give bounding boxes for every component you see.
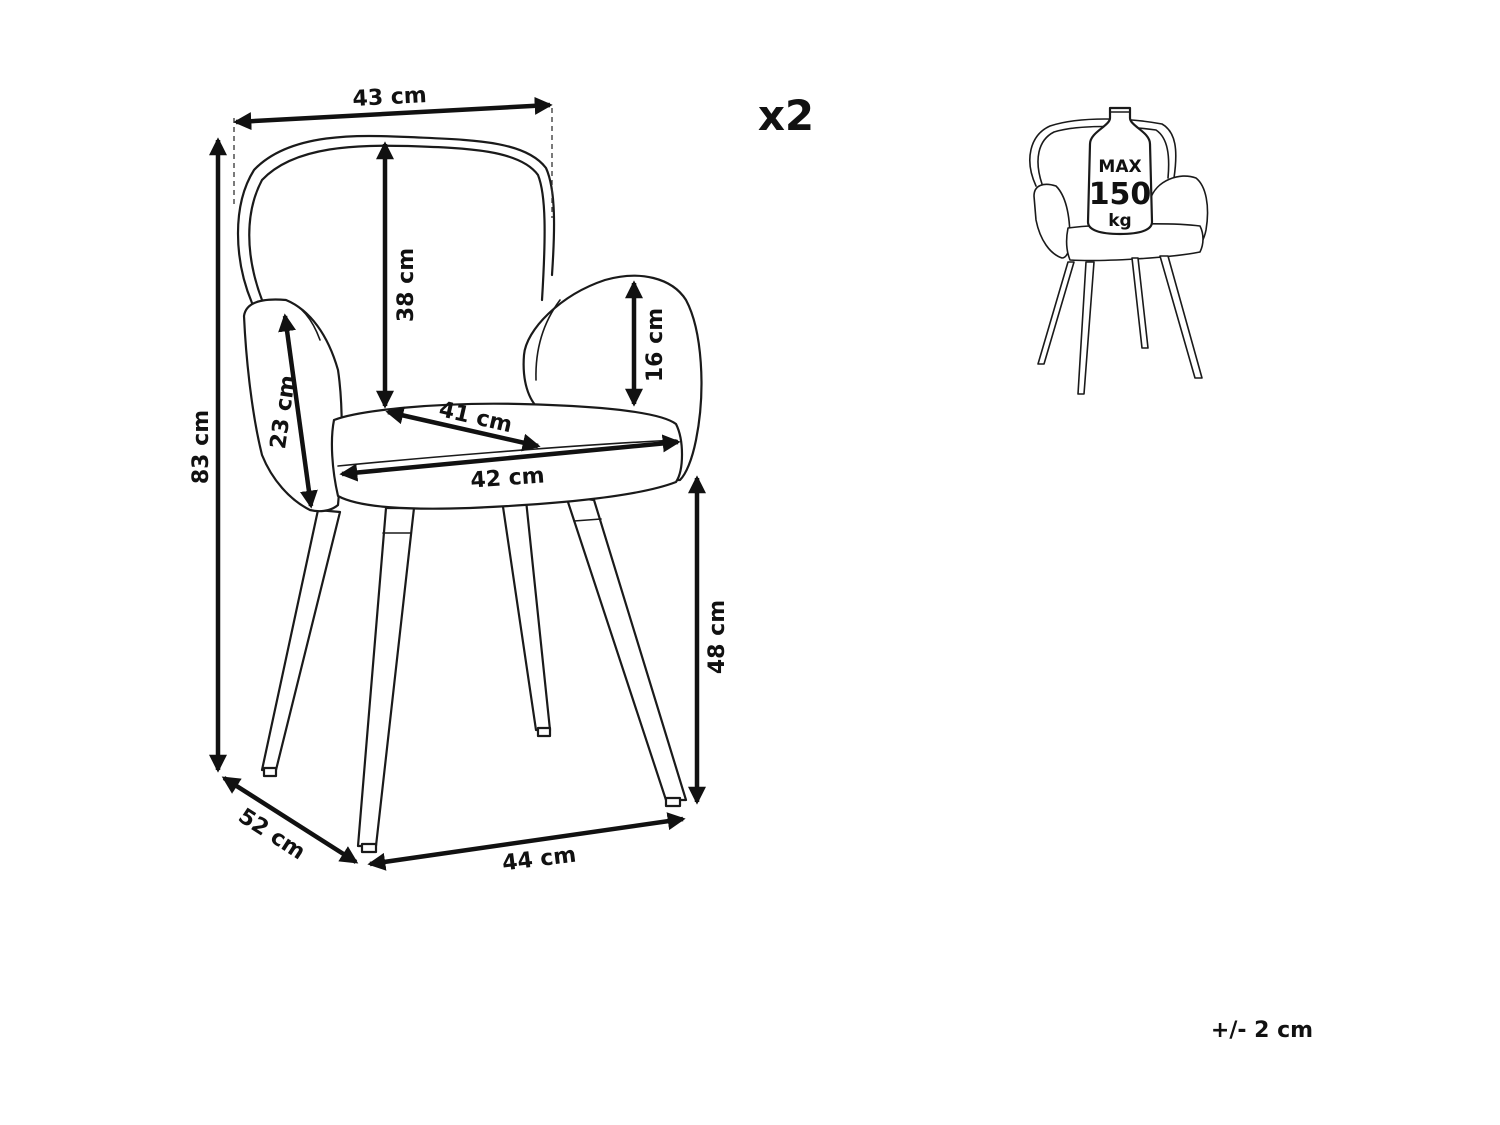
dimension-labels: 43 cm 38 cm 16 cm 23 cm 41 cm 42 cm 83 c… xyxy=(189,83,730,876)
weight-jug xyxy=(1086,106,1154,236)
arrow-armrest-depth xyxy=(278,313,318,509)
small-chair-armrest-left xyxy=(1033,183,1071,259)
label-total-depth: 52 cm xyxy=(234,804,310,865)
label-back-height: 38 cm xyxy=(394,248,419,322)
max-load-label: MAX xyxy=(1098,157,1141,177)
label-total-width: 44 cm xyxy=(501,843,578,877)
leg-back-left-foot xyxy=(262,766,278,778)
backrest-inner xyxy=(248,144,546,302)
dimension-arrows xyxy=(209,96,706,871)
label-back-width: 43 cm xyxy=(352,83,427,112)
max-load-unit: kg xyxy=(1108,211,1131,231)
tolerance-label: +/- 2 cm xyxy=(1211,1018,1313,1043)
label-seat-height: 48 cm xyxy=(705,600,730,674)
leg-front-left xyxy=(356,506,416,848)
leg-back-right xyxy=(500,498,552,732)
backrest-outer xyxy=(236,134,556,305)
max-load-icon: MAX 150 kg xyxy=(1029,106,1209,395)
arrow-seat-width xyxy=(339,434,681,482)
label-total-height: 83 cm xyxy=(189,410,214,484)
arrow-total-depth xyxy=(221,776,359,864)
arrow-total-width xyxy=(367,812,686,871)
max-load-value: 150 xyxy=(1089,177,1152,212)
leg-back-left xyxy=(260,508,342,772)
leg-front-right-foot xyxy=(664,796,682,808)
leg-back-right-foot xyxy=(536,726,552,738)
label-armrest-height: 16 cm xyxy=(643,308,668,382)
leg-front-right xyxy=(564,494,688,802)
label-seat-width: 42 cm xyxy=(470,463,546,493)
quantity-label: x2 xyxy=(758,91,814,140)
arrow-back-width xyxy=(233,96,553,131)
leg-front-left-foot xyxy=(360,842,378,854)
